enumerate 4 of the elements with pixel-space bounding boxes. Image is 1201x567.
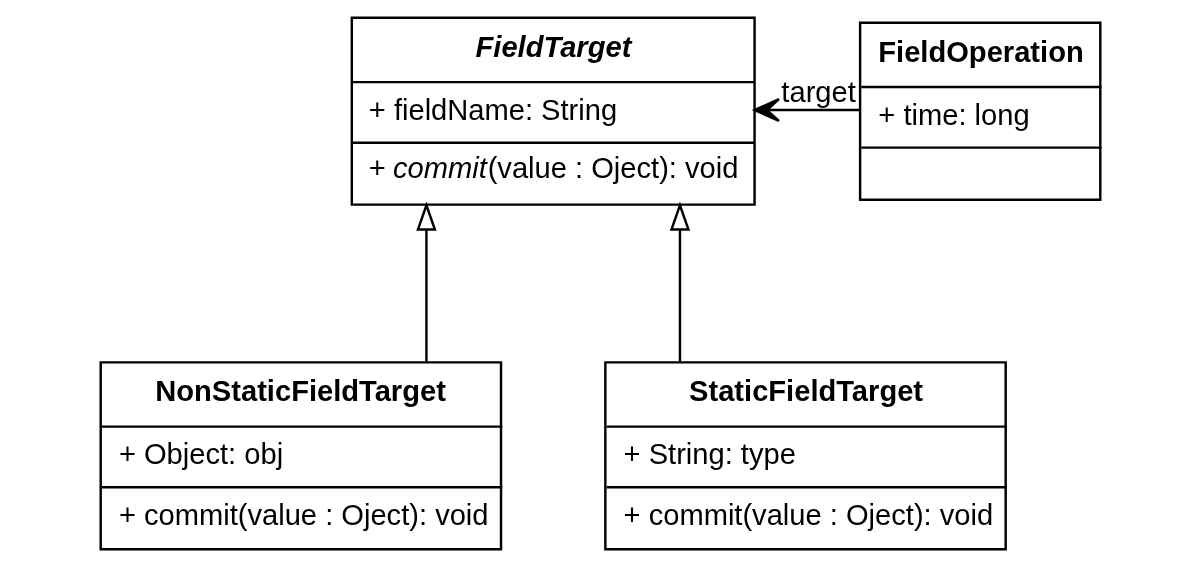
edge-label: target <box>781 75 856 108</box>
arrow <box>753 97 859 123</box>
arrow <box>669 201 691 362</box>
arrow <box>416 201 437 362</box>
